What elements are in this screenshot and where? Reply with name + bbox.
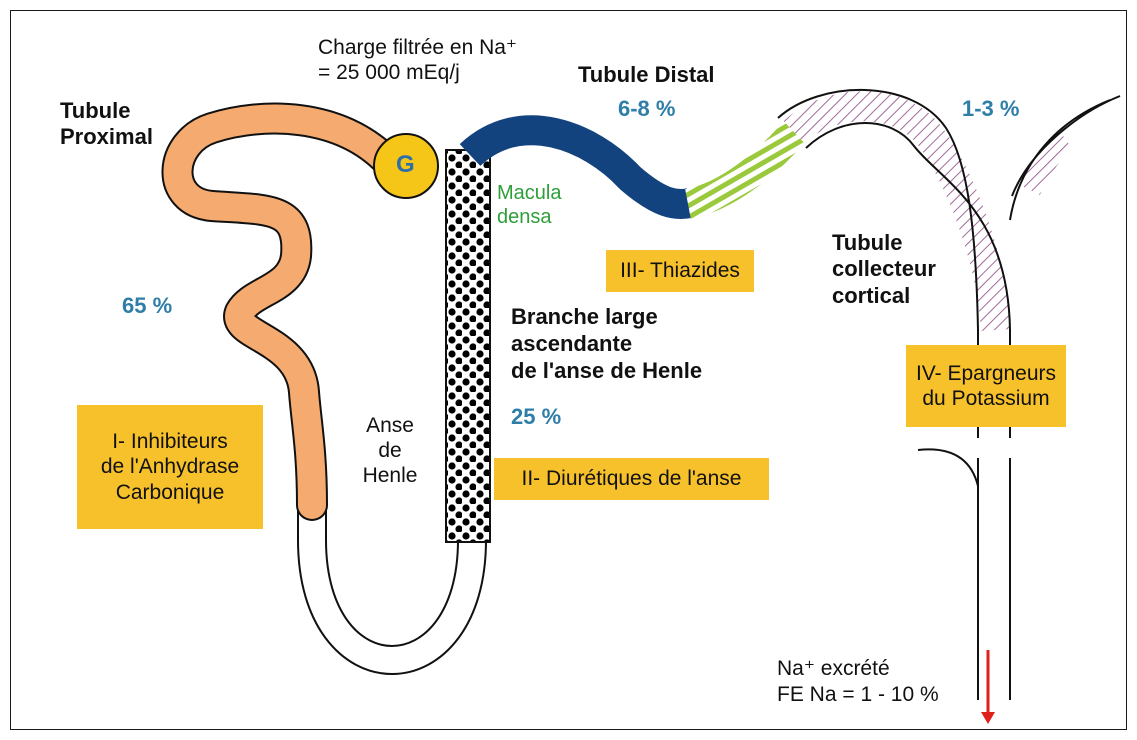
- proximal-percent: 65 %: [122, 293, 172, 319]
- henle-loop-label: Anse de Henle: [360, 414, 420, 488]
- drug-box-loop-diuretics: II- Diurétiques de l'anse: [494, 458, 769, 500]
- proximal-tubule-title: Tubule Proximal: [60, 98, 153, 150]
- drug-box-potassium-sparing: IV- Epargneurs du Potassium: [906, 345, 1066, 427]
- excretion-arrowhead: [981, 712, 995, 724]
- drug-box-carbonic-anhydrase: I- Inhibiteurs de l'Anhydrase Carbonique: [77, 405, 263, 529]
- drug-box-thiazides: III- Thiazides: [606, 250, 754, 292]
- collector-title: Tubule collecteur cortical: [832, 230, 936, 309]
- distal-tubule-title: Tubule Distal: [578, 62, 715, 88]
- glomerulus-label: G: [396, 151, 415, 179]
- thick-ascending-title: Branche large ascendante de l'anse de He…: [511, 304, 702, 384]
- distal-percent: 6-8 %: [618, 96, 675, 122]
- collector-percent: 1-3 %: [962, 96, 1019, 122]
- excretion-label: Na⁺ excrété FE Na = 1 - 10 %: [777, 656, 939, 707]
- macula-densa-label: Macula densa: [497, 182, 561, 229]
- thick-ascending-percent: 25 %: [511, 404, 561, 430]
- collector-branch: [1030, 140, 1066, 190]
- filtered-load-label: Charge filtrée en Na⁺ = 25 000 mEq/j: [318, 36, 517, 86]
- thiazide-segment: [688, 130, 796, 204]
- thick-ascending-limb: [446, 150, 490, 542]
